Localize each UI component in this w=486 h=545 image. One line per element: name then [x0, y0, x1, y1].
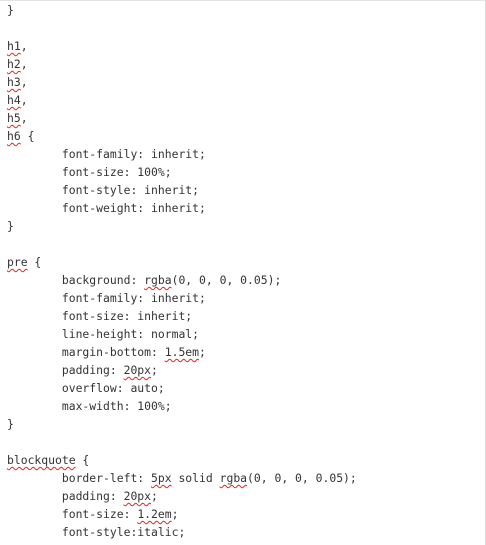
- code-line: margin-bottom: 1.5em;: [7, 343, 357, 361]
- code-text-segment: ,: [20, 39, 28, 53]
- code-text-segment: ,: [20, 93, 28, 107]
- code-text-segment: font-size: 100%;: [7, 165, 172, 179]
- code-line: h5,: [7, 109, 357, 127]
- code-text-segment: {: [75, 453, 90, 467]
- code-text-segment: {: [20, 129, 35, 143]
- code-text-segment: }: [7, 219, 14, 233]
- code-line: font-weight: inherit;: [7, 199, 357, 217]
- code-line: line-height: normal;: [7, 325, 357, 343]
- misspelled-word: 1.2em: [137, 507, 172, 521]
- code-text-segment: margin-bottom:: [7, 345, 165, 359]
- code-line: font-style:italic;: [7, 523, 357, 541]
- code-line: [7, 433, 357, 451]
- code-text-segment: font-style:italic;: [7, 525, 186, 539]
- code-text-segment: ,: [20, 111, 28, 125]
- misspelled-word: 5px: [151, 471, 172, 485]
- code-text-segment: solid: [171, 471, 220, 485]
- code-line: font-size: 100%;: [7, 163, 357, 181]
- misspelled-word: rgba: [219, 471, 248, 485]
- misspelled-word: h1: [7, 39, 21, 53]
- misspelled-word: h3: [7, 75, 21, 89]
- code-text-segment: padding:: [7, 363, 124, 377]
- code-line: }: [7, 415, 357, 433]
- code-text-segment: max-width: 100%;: [7, 399, 172, 413]
- code-text-segment: background:: [7, 273, 145, 287]
- code-line: overflow: auto;: [7, 379, 357, 397]
- code-line: h2,: [7, 55, 357, 73]
- code-line: [7, 19, 357, 37]
- code-text-segment: font-weight: inherit;: [7, 201, 206, 215]
- code-text-segment: ;: [199, 345, 206, 359]
- code-text-segment: padding:: [7, 489, 124, 503]
- misspelled-word: rgba: [144, 273, 172, 287]
- code-line: padding: 20px;: [7, 487, 357, 505]
- code-line: background: rgba(0, 0, 0, 0.05);: [7, 271, 357, 289]
- code-text-segment: }: [7, 3, 14, 17]
- misspelled-word: pre: [7, 255, 28, 269]
- code-line: pre {: [7, 253, 357, 271]
- code-text-segment: font-size: inherit;: [7, 309, 193, 323]
- code-text-segment: overflow: auto;: [7, 381, 165, 395]
- code-text-segment: border-left:: [7, 471, 152, 485]
- code-text-segment: ;: [151, 363, 158, 377]
- code-line: [7, 235, 357, 253]
- code-text[interactable]: }h1,h2,h3,h4,h5,h6 { font-family: inheri…: [7, 1, 357, 541]
- code-text-segment: (0, 0, 0, 0.05);: [247, 471, 357, 485]
- misspelled-word: 1.5em: [164, 345, 200, 359]
- code-line: border-left: 5px solid rgba(0, 0, 0, 0.0…: [7, 469, 357, 487]
- code-line: font-style: inherit;: [7, 181, 357, 199]
- code-text-segment: (0, 0, 0, 0.05);: [171, 273, 282, 287]
- code-line: h6 {: [7, 127, 357, 145]
- code-line: h4,: [7, 91, 357, 109]
- code-line: h3,: [7, 73, 357, 91]
- code-text-segment: font-style: inherit;: [7, 183, 200, 197]
- code-line: font-size: 1.2em;: [7, 505, 357, 523]
- code-text-segment: font-size:: [7, 507, 138, 521]
- code-text-segment: font-family: inherit;: [7, 291, 206, 305]
- misspelled-word: h6: [7, 129, 21, 143]
- misspelled-word: 20px: [123, 489, 152, 503]
- code-text-segment: line-height: normal;: [7, 327, 200, 341]
- misspelled-word: 20px: [123, 363, 152, 377]
- code-text-segment: }: [7, 417, 14, 431]
- code-text-segment: ;: [171, 507, 179, 521]
- code-line: h1,: [7, 37, 357, 55]
- code-text-segment: font-family: inherit;: [7, 147, 206, 161]
- code-line: max-width: 100%;: [7, 397, 357, 415]
- code-text-segment: {: [27, 255, 42, 269]
- misspelled-word: h2: [7, 57, 21, 71]
- code-line: font-size: inherit;: [7, 307, 357, 325]
- misspelled-word: blockquote: [7, 453, 76, 467]
- misspelled-word: h4: [7, 93, 21, 107]
- code-text-segment: ;: [151, 489, 158, 503]
- code-line: }: [7, 217, 357, 235]
- code-text-segment: ,: [20, 57, 28, 71]
- code-line: blockquote {: [7, 451, 357, 469]
- code-line: padding: 20px;: [7, 361, 357, 379]
- code-text-segment: ,: [20, 75, 28, 89]
- code-line: font-family: inherit;: [7, 289, 357, 307]
- code-line: font-family: inherit;: [7, 145, 357, 163]
- misspelled-word: h5: [7, 111, 21, 125]
- code-line: }: [7, 1, 357, 19]
